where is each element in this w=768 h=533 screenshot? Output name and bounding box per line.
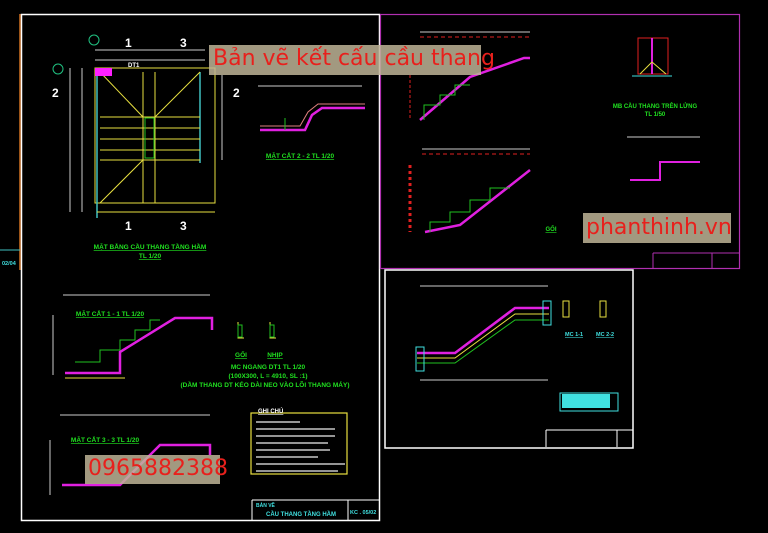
stair-plan [52, 34, 223, 218]
upper-plan-title: MB CẦU THANG TRÊN LỬNG [613, 102, 698, 110]
section-2-2-title: MẶT CẮT 2 - 2 TL 1/20 [266, 151, 335, 160]
plan-scale: TL 1/20 [139, 253, 162, 260]
right-goi-label: GỐI [545, 226, 556, 233]
column-marker [95, 68, 112, 76]
mc-note: (DẦM THANG DT KÉO DÀI NEO VÀO LÕI THANG … [181, 379, 350, 389]
mc-spec: (100X300, L = 4910, SL :1) [228, 373, 307, 380]
mc-1-1-label: MC 1-1 [565, 332, 583, 338]
watermark-title: Bản vẽ kết cấu cầu thang [209, 45, 495, 75]
nhip-label: NHỊP [267, 352, 283, 359]
section-2-2 [258, 85, 365, 132]
grid-mark: 1 [125, 219, 132, 233]
section-mark: 2 [52, 86, 59, 100]
titleblock-code: KC . 05/02 [350, 510, 376, 516]
section-3-3-title: MẶT CẮT 3 - 3 TL 1/20 [71, 435, 140, 444]
title-block [251, 499, 380, 521]
titleblock-name: CẦU THANG TẦNG HẦM [266, 511, 336, 518]
stair-beam-elevation [415, 285, 633, 447]
side-label: 02/04 [2, 261, 17, 267]
landing-section-small [627, 136, 700, 181]
mc-title: MC NGANG DT1 TL 1/20 [231, 364, 306, 371]
section-1-1 [52, 294, 214, 379]
mc-2-2-label: MC 2-2 [596, 332, 614, 338]
watermark-phone: 0965882388 [85, 455, 228, 484]
watermark-site: phanthinh.vn [583, 213, 732, 243]
grid-mark: 1 [125, 36, 132, 50]
upper-plan-scale: TL 1/50 [645, 112, 666, 118]
titleblock-label: BẢN VẼ [256, 502, 276, 509]
notes-title: GHI CHÚ [258, 408, 283, 415]
plan-title: MẶT BẰNG CẦU THANG TẦNG HẦM [94, 241, 207, 251]
sheet-left-frame [20, 13, 381, 522]
goi-label: GỐI [235, 349, 247, 359]
notes-lines [256, 421, 345, 472]
grid-mark: 3 [180, 36, 187, 50]
grid-mark: 3 [180, 219, 187, 233]
section-mark: 2 [233, 86, 240, 100]
right-title-block [652, 252, 740, 268]
notes-box [250, 412, 348, 475]
sheet-bottom-frame [384, 269, 634, 449]
right-section-upper [409, 31, 530, 121]
beam-cross-sections [237, 322, 276, 339]
section-3-3 [49, 414, 212, 495]
grid-bubble-icon [52, 63, 64, 75]
upper-plan-small [632, 37, 672, 77]
grid-bubble-icon [88, 34, 100, 46]
right-section-lower [408, 148, 531, 234]
beam-label: DT1 [128, 63, 140, 69]
sheet-right-frame [379, 13, 741, 270]
section-1-1-title: MẶT CẮT 1 - 1 TL 1/20 [76, 309, 145, 318]
